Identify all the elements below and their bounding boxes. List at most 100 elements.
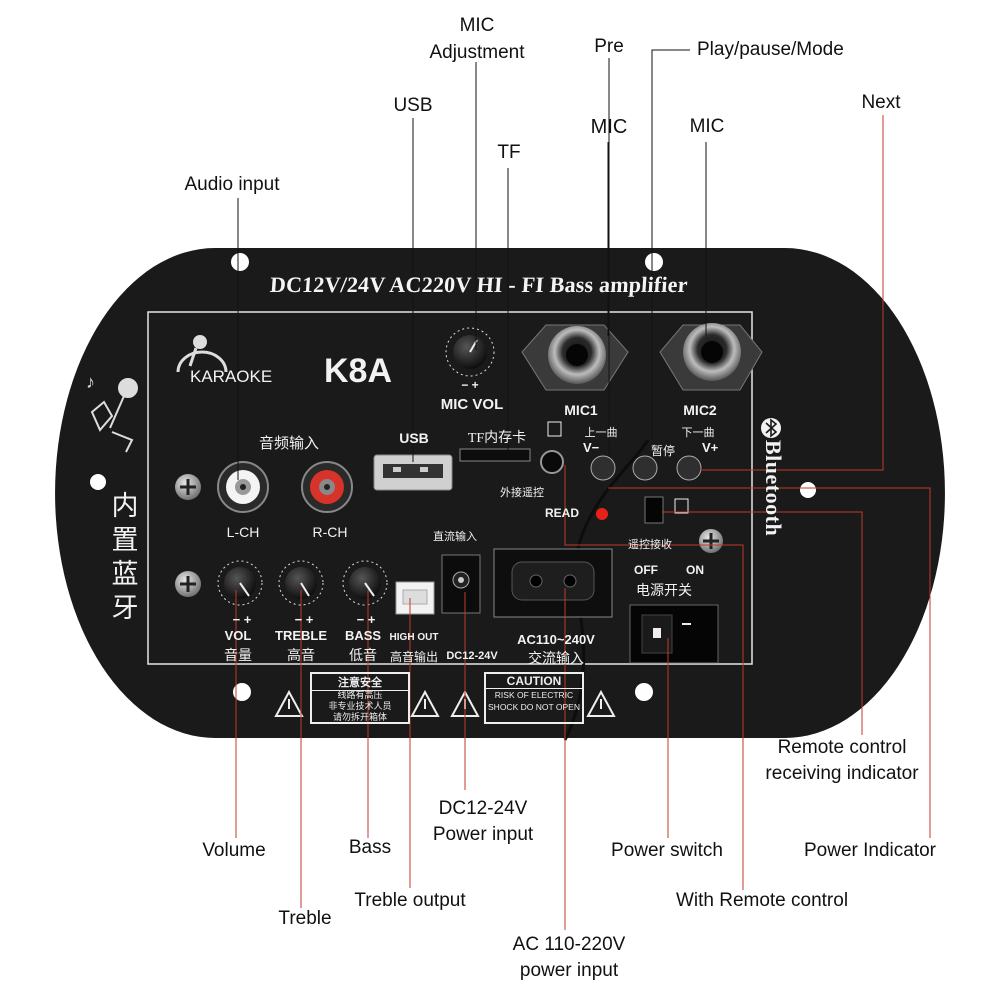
mic-vol-label: MIC VOL <box>440 396 504 413</box>
power-led <box>596 508 608 520</box>
bass-cn-label: 低音 <box>349 647 377 663</box>
ext-remote-cn-label: 外接遥控 <box>500 487 544 499</box>
pause-cn-label: 暂停 <box>651 444 676 458</box>
brand-label: KARAOKE <box>190 367 273 386</box>
callout-treble: Treble <box>278 908 332 929</box>
ac-cn-label: 交流输入 <box>528 650 584 666</box>
warning-triangle-icon <box>274 689 304 717</box>
screw-icon <box>699 529 723 553</box>
remote-jack <box>540 450 564 474</box>
ac-socket <box>493 548 613 618</box>
svg-text:♪: ♪ <box>86 372 95 392</box>
treble-cn-label: 高音 <box>287 647 315 663</box>
high-out-connector <box>395 581 435 615</box>
mic-vol-signs: − + <box>461 378 479 392</box>
lch-label: L-CH <box>226 524 260 540</box>
callout-bass: Bass <box>348 837 392 858</box>
mount-hole <box>233 683 251 701</box>
builtin-bluetooth-cn: 内置蓝牙 <box>111 491 139 624</box>
safety-warning-box: 注意安全 线路有高压 非专业技术人员 请勿拆开箱体 <box>310 672 410 724</box>
mic1-jack <box>521 324 629 391</box>
safety-line-1: 线路有高压 <box>337 691 383 701</box>
mount-hole <box>90 474 106 490</box>
bluetooth-label: Bluetooth <box>761 440 786 537</box>
volume-knob <box>217 560 263 606</box>
on-label: ON <box>686 563 704 577</box>
next-button <box>676 455 702 481</box>
mount-hole <box>800 482 816 498</box>
board-title: DC12V/24V AC220V HI - FI Bass amplifier <box>269 272 689 297</box>
dc-board-label: DC12-24V <box>446 650 498 662</box>
play-pause-button <box>632 455 658 481</box>
audio-in-cn-label: 音频输入 <box>258 435 320 452</box>
callout-audio-input: Audio input <box>184 174 280 195</box>
vol-label: VOL <box>224 628 252 643</box>
callout-volume: Volume <box>202 840 266 861</box>
safety-title: 注意安全 <box>312 674 408 691</box>
treble-signs: − + <box>294 612 314 627</box>
ac-board-label: AC110~240V <box>517 632 595 647</box>
high-out-cn-label: 高音输出 <box>389 650 439 664</box>
mount-hole <box>231 253 249 271</box>
next-cn-label: 下一曲 <box>681 427 715 439</box>
callout-tf: TF <box>497 142 521 163</box>
caution-box: CAUTION RISK OF ELECTRIC SHOCK DO NOT OP… <box>484 672 584 724</box>
mount-hole <box>645 253 663 271</box>
callout-play-pause-mode: Play/pause/Mode <box>697 39 844 60</box>
next-key-label: V+ <box>702 440 719 455</box>
read-label: READ <box>545 506 580 520</box>
callout-mic-left: MIC <box>590 116 628 138</box>
usb-port <box>373 454 453 491</box>
mic1-label: MIC1 <box>564 402 598 418</box>
remote-rx-cn-label: 遥控接收 <box>628 539 672 551</box>
callout-remote-indicator: Remote control receiving indicator <box>765 737 919 784</box>
safety-line-3: 请勿拆开箱体 <box>332 713 387 723</box>
callout-mic-right: MIC <box>689 116 725 137</box>
callout-ac-power: AC 110-220V power input <box>512 934 626 981</box>
callout-power-switch: Power switch <box>611 840 723 861</box>
callout-treble-output: Treble output <box>354 890 466 911</box>
bass-signs: − + <box>356 612 376 627</box>
caution-title: CAUTION <box>486 674 582 689</box>
tf-board-label: TF内存卡 <box>467 431 527 446</box>
callout-power-indicator: Power Indicator <box>803 840 936 861</box>
bass-label: BASS <box>344 628 382 643</box>
bluetooth-icon <box>761 418 781 438</box>
safety-line-2: 非专业技术人员 <box>328 702 392 712</box>
mount-hole <box>635 683 653 701</box>
caution-line-2: SHOCK DO NOT OPEN <box>488 702 580 712</box>
warning-triangle-icon <box>410 689 440 717</box>
bass-knob <box>342 560 388 606</box>
rca-jack-left <box>217 461 269 513</box>
mic2-jack <box>659 323 763 391</box>
treble-label: TREBLE <box>275 628 327 643</box>
dc-jack <box>441 554 481 614</box>
prev-key-label: V− <box>583 440 600 455</box>
off-label: OFF <box>634 563 658 577</box>
screw-icon <box>175 571 201 597</box>
callout-dc-power: DC12-24V Power input <box>432 798 534 845</box>
high-out-label: HIGH OUT <box>389 632 439 643</box>
vol-cn-label: 音量 <box>224 647 252 663</box>
vol-signs: − + <box>232 612 252 627</box>
rca-jack-right <box>301 461 353 513</box>
model-label: K8A <box>324 352 393 390</box>
power-switch-cn-label: 电源开关 <box>636 582 692 598</box>
leader-lines <box>235 49 931 930</box>
tf-card-slot <box>459 448 531 462</box>
callout-next: Next <box>861 92 901 113</box>
rch-label: R-CH <box>312 524 348 540</box>
karaoke-singer-icon <box>176 335 228 373</box>
warning-triangle-icon <box>586 689 616 717</box>
power-switch <box>629 604 719 664</box>
screw-icon <box>175 474 201 500</box>
usb-board-label: USB <box>399 430 429 446</box>
caution-line-1: RISK OF ELECTRIC <box>494 690 574 700</box>
microphone-singer-icon: ♪ <box>86 372 138 453</box>
treble-knob <box>278 560 324 606</box>
callout-pre: Pre <box>594 36 624 57</box>
callout-with-remote: With Remote control <box>675 890 849 911</box>
mic2-label: MIC2 <box>683 402 717 418</box>
